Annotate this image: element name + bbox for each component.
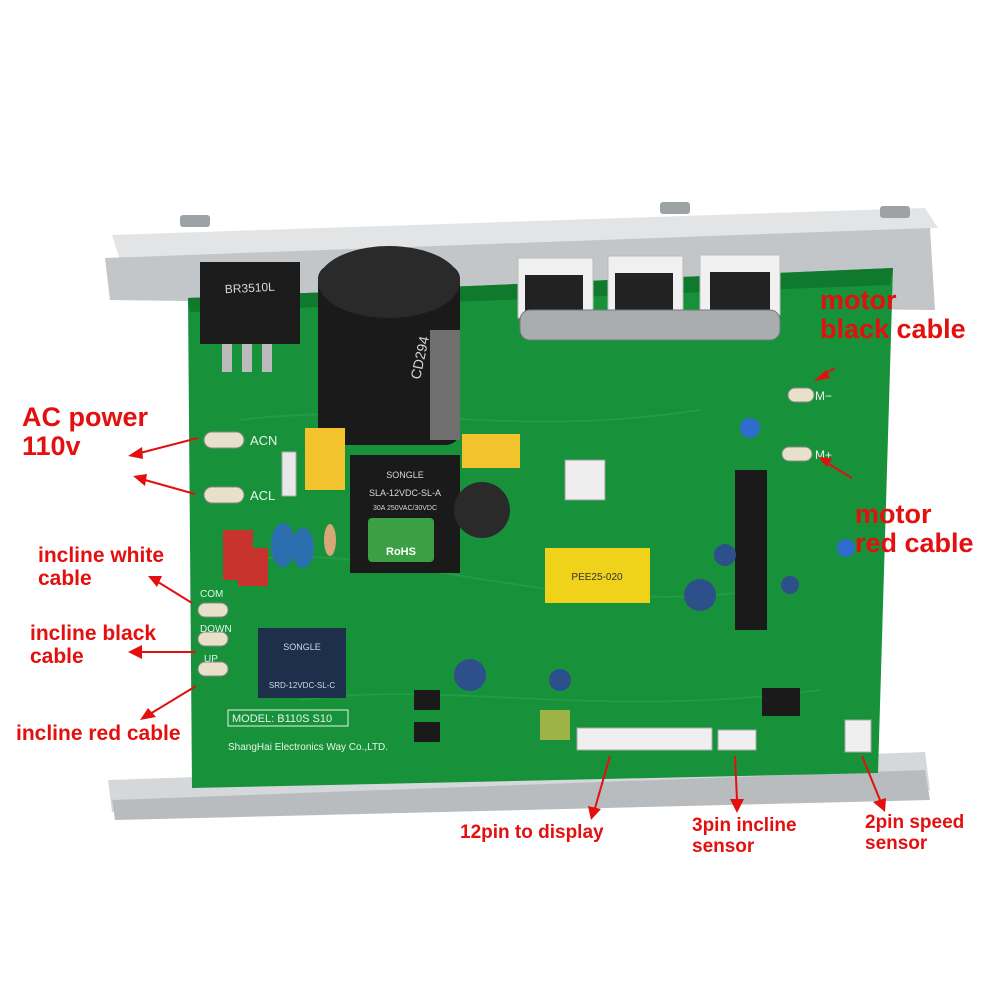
annotation-arrows bbox=[128, 367, 886, 820]
relay-small: SONGLE SRD-12VDC-SL-C bbox=[258, 628, 346, 698]
label-incline-white-line1: incline white bbox=[38, 544, 165, 567]
svg-text:ACN: ACN bbox=[250, 433, 277, 448]
label-12pin-display-line1: 12pin to display bbox=[460, 822, 604, 843]
label-incline-black-line2: cable bbox=[30, 644, 84, 668]
label-2pin-speed-sensor: 2pin speed sensor bbox=[865, 812, 965, 854]
label-motor-black-line2: black cable bbox=[820, 314, 966, 345]
label-motor-black-line1: motor bbox=[820, 285, 897, 315]
svg-text:SRD-12VDC-SL-C: SRD-12VDC-SL-C bbox=[269, 681, 335, 690]
label-incline-white-line2: cable bbox=[38, 566, 92, 590]
svg-text:DOWN: DOWN bbox=[200, 624, 232, 635]
svg-text:COM: COM bbox=[200, 589, 223, 600]
svg-text:MODEL: B110S S10: MODEL: B110S S10 bbox=[232, 713, 332, 725]
label-3pin-line1: 3pin incline bbox=[692, 815, 797, 836]
misc-components: PEE25-020 bbox=[223, 418, 872, 753]
label-incline-red-line1: incline red cable bbox=[16, 722, 181, 745]
svg-text:ShangHai Electronics Way Co.,L: ShangHai Electronics Way Co.,LTD. bbox=[228, 742, 388, 753]
label-3pin-incline-sensor: 3pin incline sensor bbox=[692, 815, 797, 857]
label-motor-red-line1: motor bbox=[855, 499, 932, 529]
svg-text:SONGLE: SONGLE bbox=[283, 642, 321, 652]
label-ac-power-line2: 110v bbox=[22, 431, 81, 462]
label-ac-power: AC power 110v bbox=[22, 402, 149, 462]
label-incline-black-line1: incline black bbox=[30, 622, 157, 645]
label-motor-red: motor red cable bbox=[855, 499, 974, 559]
svg-text:SLA-12VDC-SL-A: SLA-12VDC-SL-A bbox=[369, 488, 441, 498]
svg-text:ACL: ACL bbox=[250, 488, 275, 503]
svg-text:PEE25-020: PEE25-020 bbox=[571, 572, 623, 583]
label-12pin-display: 12pin to display bbox=[460, 822, 604, 844]
label-incline-white: incline white cable bbox=[38, 544, 165, 590]
label-2pin-line1: 2pin speed bbox=[865, 812, 965, 833]
mosfet-row bbox=[517, 254, 781, 341]
svg-text:M−: M− bbox=[815, 389, 832, 403]
svg-text:BR3510L: BR3510L bbox=[224, 280, 275, 297]
label-motor-black: motor black cable bbox=[820, 285, 966, 345]
terminals bbox=[197, 387, 815, 677]
label-incline-black: incline black cable bbox=[30, 622, 157, 668]
svg-text:RoHS: RoHS bbox=[386, 546, 416, 558]
label-2pin-line2: sensor bbox=[865, 832, 928, 854]
label-motor-red-line2: red cable bbox=[855, 528, 974, 559]
svg-text:SONGLE: SONGLE bbox=[386, 470, 424, 480]
label-3pin-line2: sensor bbox=[692, 835, 755, 857]
label-incline-red: incline red cable bbox=[16, 722, 181, 746]
svg-text:UP: UP bbox=[204, 654, 218, 665]
relay-large: SONGLE SLA-12VDC-SL-A 30A 250VAC/30VDC R… bbox=[350, 455, 460, 573]
svg-text:30A 250VAC/30VDC: 30A 250VAC/30VDC bbox=[373, 505, 437, 512]
bridge-rectifier: BR3510L bbox=[200, 262, 300, 372]
label-ac-power-line1: AC power bbox=[22, 402, 149, 432]
silkscreen: ACN ACL COM DOWN UP M− M+ MODEL: B110S S… bbox=[200, 389, 832, 753]
main-capacitor: CD294 bbox=[318, 246, 460, 445]
